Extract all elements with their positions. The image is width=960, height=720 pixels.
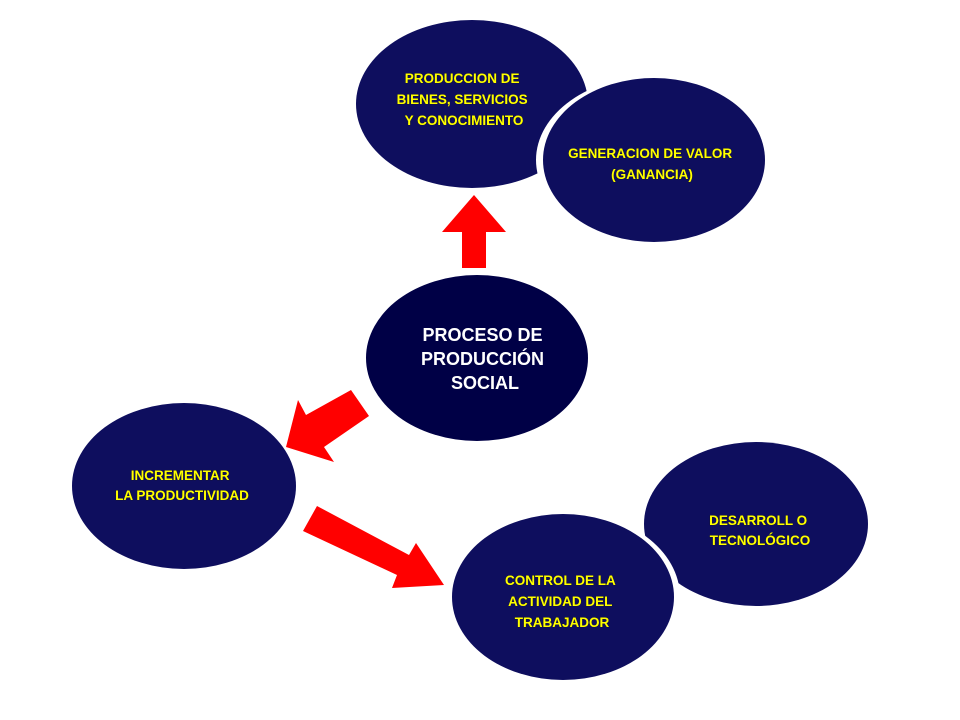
node-desarrollo-line: TECNOLÓGICO [710,533,811,548]
node-desarrollo: DESARROLL O TECNOLÓGICO [644,442,868,606]
arrow-to-control [303,506,444,588]
node-generacion-shape [543,78,765,242]
node-desarrollo-label: DESARROLL O TECNOLÓGICO [709,513,811,548]
node-control-line: ACTIVIDAD DEL [508,594,612,609]
node-generacion-label: GENERACION DE VALOR (GANANCIA) [568,146,736,182]
node-desarrollo-shape [644,442,868,606]
arrow-to-incrementar [286,390,369,462]
node-center-shape [366,275,588,441]
node-incrementar-shape [72,403,296,569]
node-incrementar-line: INCREMENTAR [131,468,230,483]
node-desarrollo-line: DESARROLL O [709,513,807,528]
node-produccion-label: PRODUCCION DE BIENES, SERVICIOS Y CONOCI… [397,71,532,128]
node-incrementar: INCREMENTAR LA PRODUCTIVIDAD [72,403,296,569]
node-produccion-line: Y CONOCIMIENTO [405,113,524,128]
node-control-line: TRABAJADOR [515,615,610,630]
node-center: PROCESO DE PRODUCCIÓN SOCIAL [366,275,588,441]
node-incrementar-label: INCREMENTAR LA PRODUCTIVIDAD [115,468,249,503]
node-center-line: PRODUCCIÓN [421,348,544,369]
node-control-shape [452,514,674,680]
node-generacion: GENERACION DE VALOR (GANANCIA) [536,76,772,244]
node-incrementar-line: LA PRODUCTIVIDAD [115,488,249,503]
node-produccion-line: PRODUCCION DE [405,71,520,86]
node-produccion-shape [356,20,588,188]
node-center-line: PROCESO DE [422,325,542,345]
node-generacion-line: (GANANCIA) [611,167,693,182]
arrow-up [442,195,506,268]
node-control: CONTROL DE LA ACTIVIDAD DEL TRABAJADOR [446,511,680,683]
node-generacion-line: GENERACION DE VALOR [568,146,732,161]
node-control-label: CONTROL DE LA ACTIVIDAD DEL TRABAJADOR [505,573,619,630]
node-center-line: SOCIAL [451,373,519,393]
node-produccion: PRODUCCION DE BIENES, SERVICIOS Y CONOCI… [356,20,588,188]
node-produccion-line: BIENES, SERVICIOS [397,92,528,107]
node-center-label: PROCESO DE PRODUCCIÓN SOCIAL [421,325,549,393]
node-control-line: CONTROL DE LA [505,573,616,588]
